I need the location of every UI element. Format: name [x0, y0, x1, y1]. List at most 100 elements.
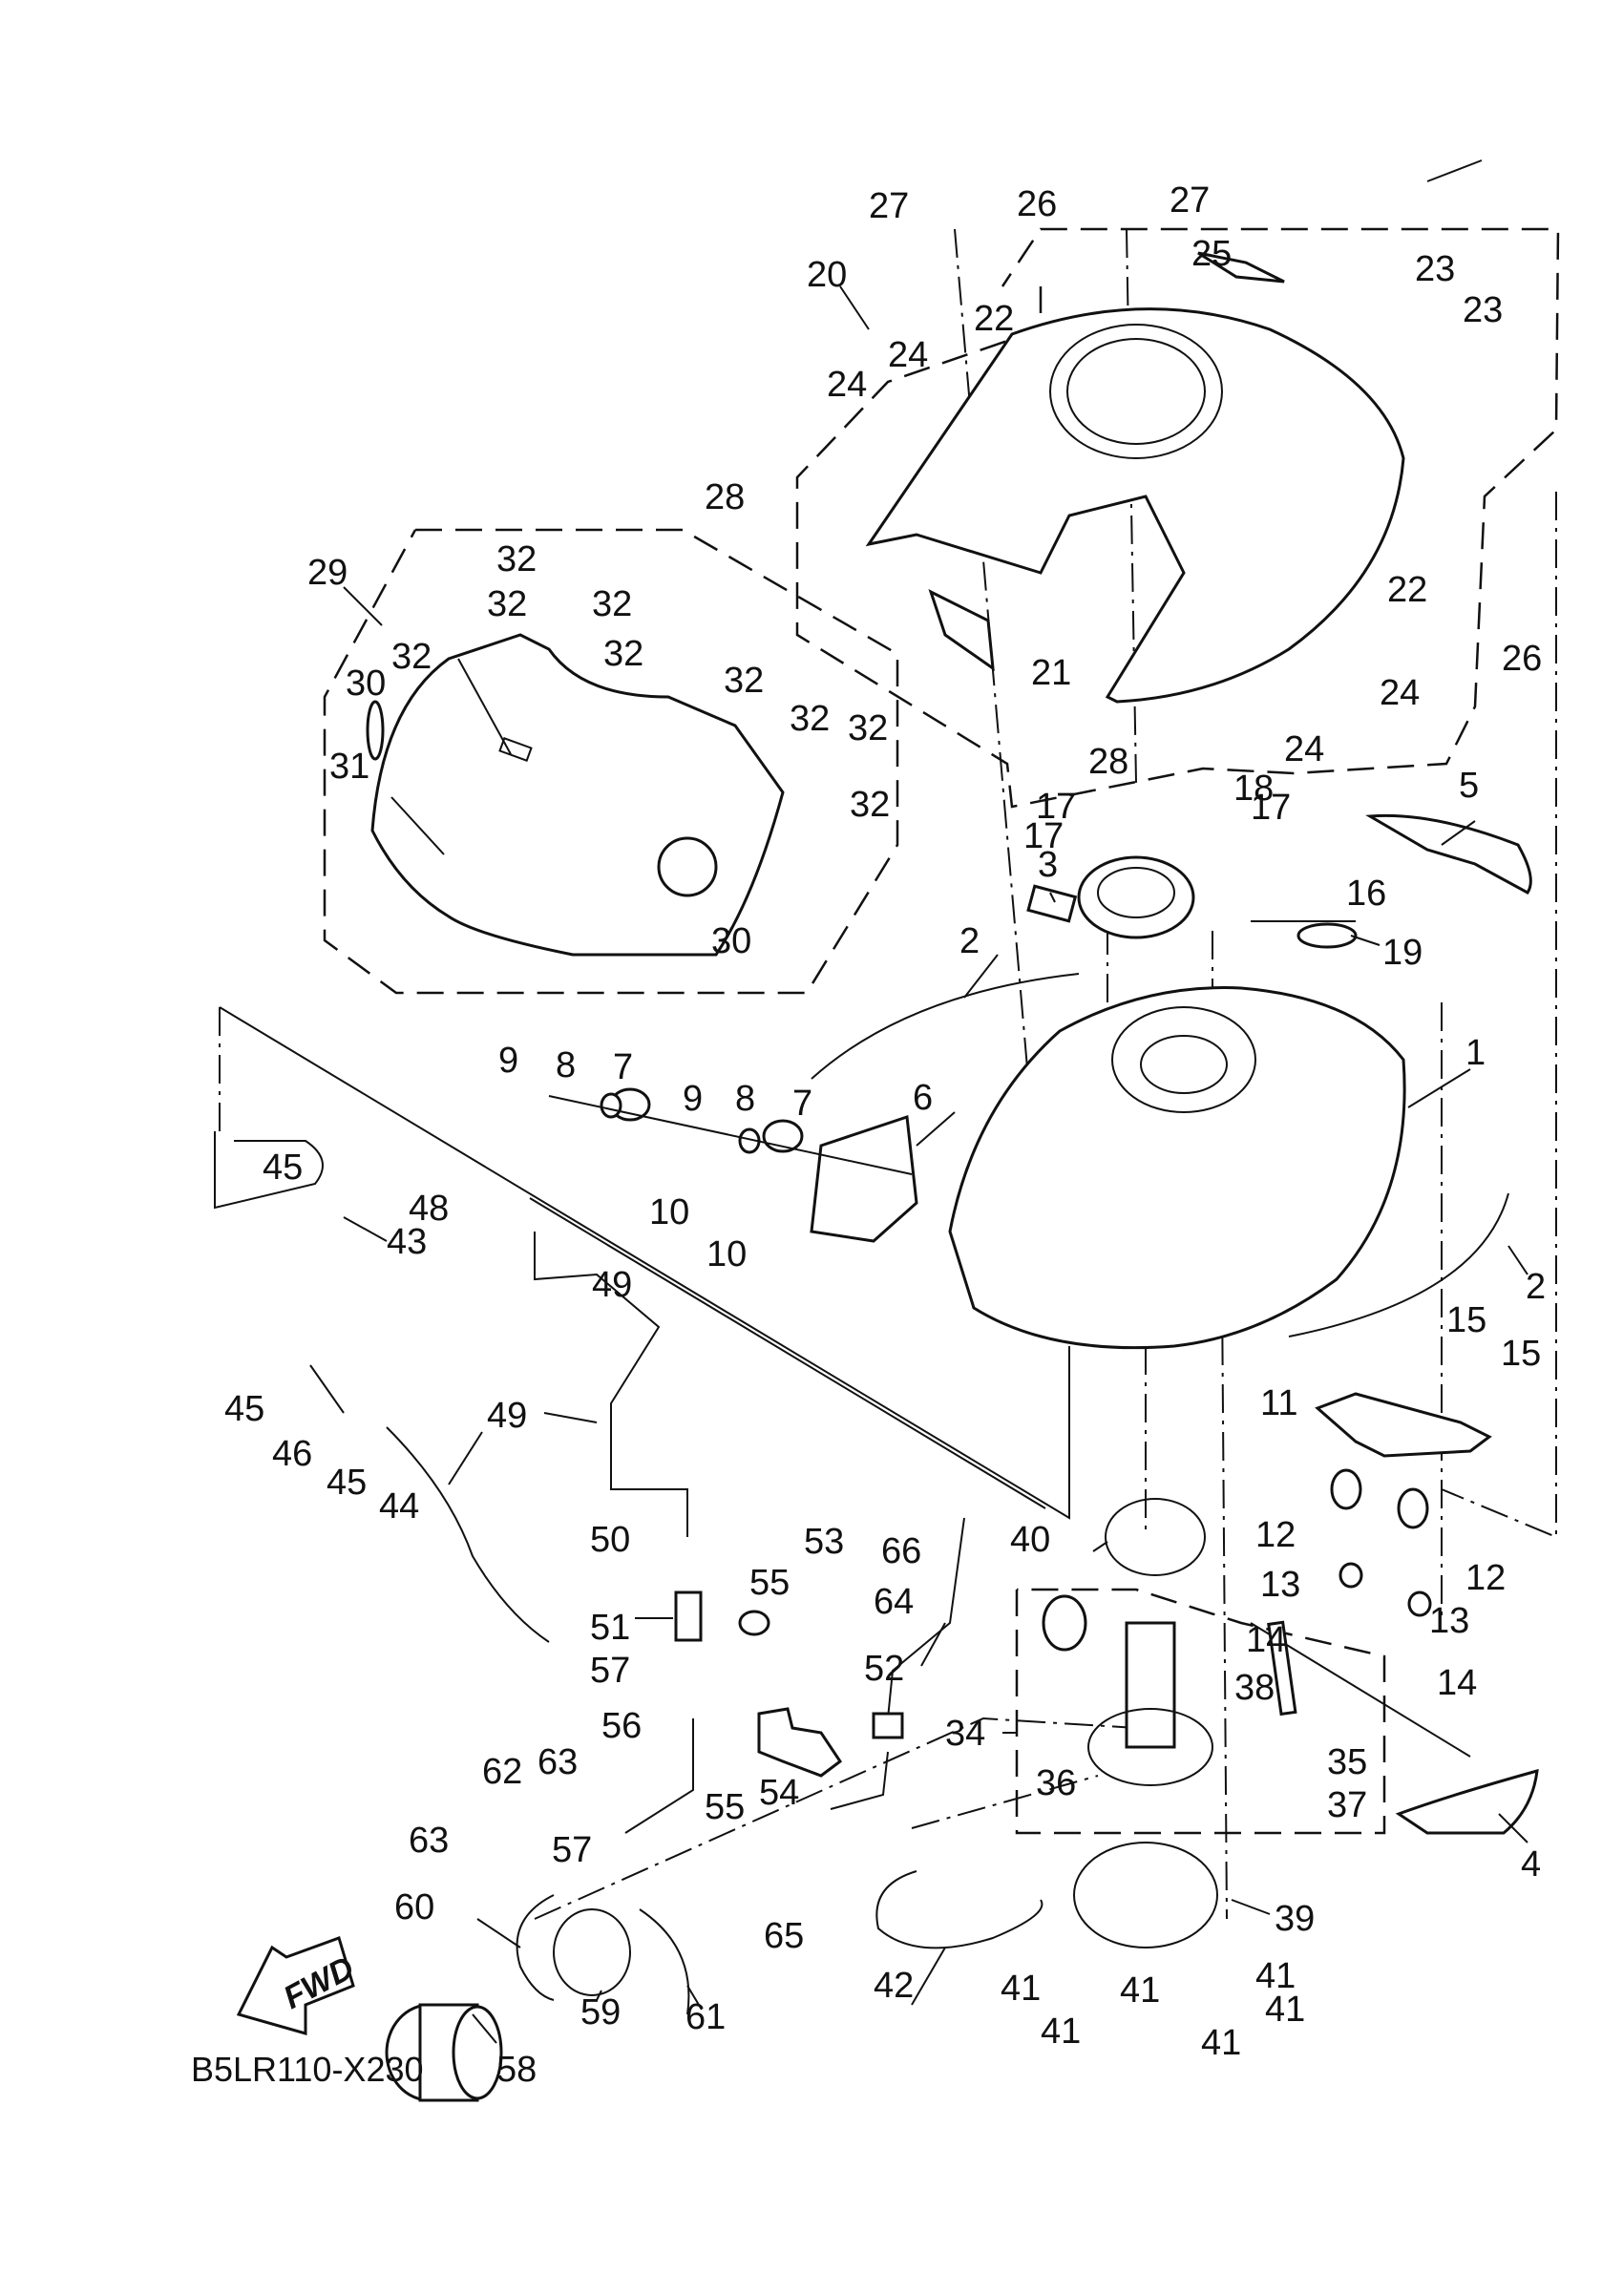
callout-24-d: 24 [1284, 729, 1324, 769]
leader-44 [448, 1431, 483, 1485]
callout-39: 39 [1275, 1899, 1315, 1939]
callout-24-c: 24 [1380, 673, 1420, 713]
leader-2a [963, 954, 999, 999]
fuel-cap-inner [1097, 867, 1175, 918]
callout-29: 29 [307, 553, 348, 593]
callout-13-a: 13 [1260, 1565, 1300, 1605]
tank-cover-shape [865, 307, 1405, 704]
callout-32-g: 32 [848, 708, 888, 748]
leader-42 [911, 1947, 946, 2006]
callout-5: 5 [1459, 766, 1479, 806]
callout-2-upper: 2 [959, 921, 980, 961]
callout-44: 44 [379, 1486, 419, 1527]
emblem-33-shape [498, 737, 533, 762]
callout-62-a: 62 [482, 1752, 522, 1792]
leader-48 [543, 1412, 598, 1423]
fuel-tank-shape [948, 986, 1406, 1350]
callout-62-b: 63 [537, 1742, 578, 1782]
callout-12-a: 12 [1255, 1515, 1296, 1555]
canister-58-end [452, 2005, 503, 2100]
pump-plate-39-shape [1073, 1842, 1218, 1948]
callout-49-bottom: 50 [590, 1520, 630, 1560]
callout-50: 51 [590, 1608, 630, 1648]
callout-51: 52 [864, 1649, 904, 1689]
callout-43: 43 [387, 1222, 427, 1262]
callout-2-side: 2 [1526, 1267, 1546, 1307]
callout-4: 4 [1521, 1844, 1541, 1885]
callout-49-top: 49 [592, 1265, 632, 1305]
callout-19: 19 [1382, 933, 1423, 973]
band-59-shape [553, 1908, 631, 1996]
callout-9-a: 9 [498, 1041, 518, 1081]
callout-56: 56 [601, 1706, 642, 1746]
callout-14-a: 14 [1246, 1620, 1286, 1660]
hose-43-shape [214, 1131, 324, 1210]
fuel-tank-filler-inner [1140, 1035, 1228, 1094]
callout-45-top: 45 [263, 1148, 303, 1188]
callout-32-a: 32 [496, 539, 537, 579]
bolt-axis [548, 1095, 913, 1175]
fuel-hose-42-shape [875, 1870, 1043, 1949]
fuel-pump-flange [1087, 1708, 1213, 1786]
hose-48-shape [534, 1232, 688, 1537]
callout-40: 40 [1010, 1520, 1050, 1560]
graphic-25-shape [1197, 251, 1285, 284]
callout-37: 37 [1327, 1785, 1367, 1825]
callout-18: 18 [1233, 769, 1274, 809]
callout-layer: 27 26 27 25 20 22 23 23 24 24 28 21 22 2… [191, 159, 1546, 2090]
emblem-30-left-shape [366, 700, 385, 761]
leader-64 [920, 1622, 946, 1667]
callout-23-top: 23 [1415, 249, 1455, 289]
callout-30-left: 30 [346, 664, 386, 704]
callout-32-e: 32 [724, 661, 764, 701]
callout-32-h: 32 [850, 785, 890, 825]
callout-41-e: 41 [1041, 2012, 1081, 2052]
callout-32-c: 32 [592, 584, 632, 624]
float-35-shape [1267, 1620, 1297, 1717]
holder-60-shape [516, 1894, 555, 2001]
callout-35: 35 [1327, 1742, 1367, 1782]
bracket-53-shape [757, 1707, 843, 1778]
callout-21: 21 [1031, 653, 1071, 693]
callout-7-a: 7 [613, 1047, 633, 1087]
callout-9-b: 9 [683, 1079, 703, 1119]
rear-bracket-11-shape [1315, 1392, 1492, 1458]
leader-20 [839, 285, 870, 330]
group-boundary-tank-cover [795, 227, 1560, 809]
callout-10-b: 10 [706, 1234, 747, 1274]
clamp-54-shape [738, 1610, 770, 1636]
tank-cover-opening [1049, 324, 1223, 459]
hose-44-shape [386, 1426, 550, 1643]
fuel-pump-filter [1042, 1594, 1087, 1652]
group-boundary-fuel-pump [1015, 1588, 1386, 1835]
tank-bracket-6-shape [810, 1114, 918, 1243]
callout-47: 48 [409, 1189, 449, 1229]
gasket-40-shape [1105, 1498, 1206, 1576]
label-3-shape [1026, 884, 1078, 923]
leader-40 [1092, 1541, 1108, 1552]
callout-12-b: 12 [1465, 1558, 1506, 1598]
callout-17-c: 17 [1023, 816, 1064, 856]
callout-17-a: 17 [1036, 787, 1076, 827]
callout-48: 49 [487, 1396, 527, 1436]
callout-57-top: 57 [590, 1651, 630, 1691]
callout-8-a: 8 [556, 1045, 576, 1085]
leader-1 [1407, 1068, 1471, 1108]
callout-26-right: 26 [1502, 639, 1542, 679]
callout-23-right: 23 [1463, 290, 1503, 330]
fuel-cap-shape [1077, 855, 1195, 939]
leader-58 [472, 2013, 497, 2044]
callout-55: 55 [705, 1787, 745, 1827]
callout-59: 59 [580, 1992, 621, 2033]
hose-56-shape [624, 1718, 694, 1834]
callout-30-wheel: 30 [711, 921, 751, 961]
graphic-21-shape [928, 589, 995, 672]
callout-3: 3 [1038, 845, 1058, 885]
callout-63: 63 [409, 1821, 449, 1861]
callout-42: 42 [874, 1966, 914, 2006]
damper-12b-shape [1397, 1487, 1429, 1529]
callout-64: 64 [874, 1582, 914, 1622]
holder-51-shape [872, 1712, 904, 1739]
callout-31: 31 [329, 747, 369, 787]
